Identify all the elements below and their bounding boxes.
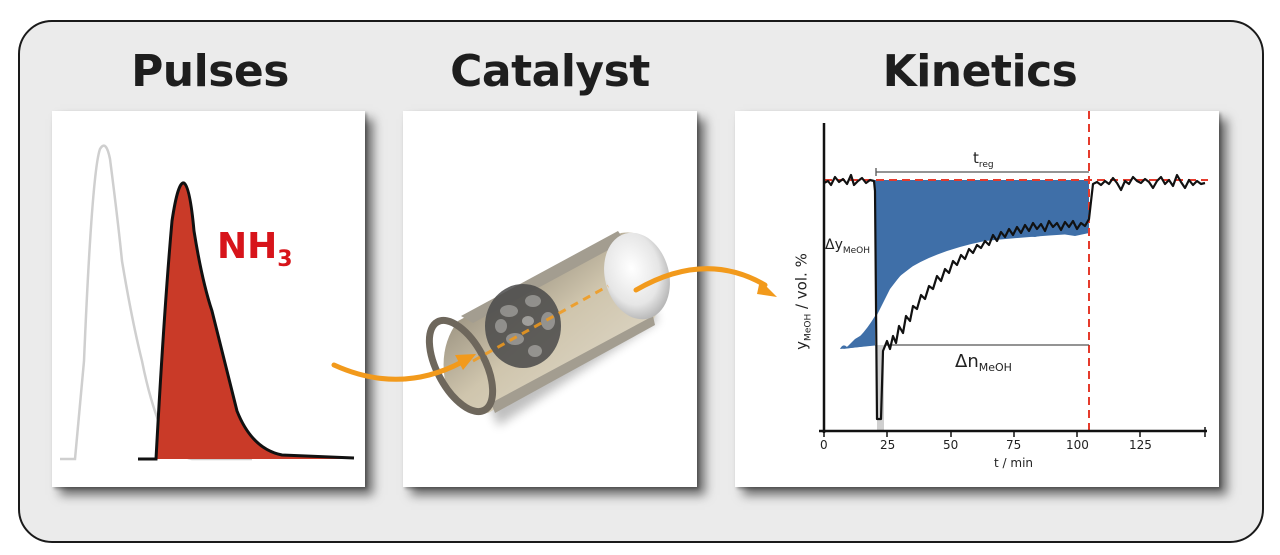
pulse-plot <box>60 144 355 461</box>
signal-curve <box>823 173 1206 421</box>
y-axis-label: yMeOH / vol. % <box>792 253 814 350</box>
x-ticks <box>823 427 1206 437</box>
x-tick-0: 0 <box>820 438 828 452</box>
nh3-pulse-area <box>156 182 352 459</box>
flow-line <box>472 284 609 363</box>
kinetics-chart <box>819 111 1208 437</box>
nh3-pulse-curve <box>138 181 355 461</box>
x-tick-125: 125 <box>1129 438 1152 452</box>
x-tick-100: 100 <box>1066 438 1089 452</box>
x-tick-75: 75 <box>1006 438 1022 452</box>
title-pulses: Pulses <box>131 46 289 97</box>
x-tick-50: 50 <box>943 438 959 452</box>
catalyst-panel <box>403 111 697 487</box>
delta-y-annotation: ΔyMeOH <box>825 237 871 256</box>
x-tick-25: 25 <box>880 438 896 452</box>
t-reg-annotation: treg <box>973 149 994 170</box>
title-catalyst: Catalyst <box>450 46 650 97</box>
title-kinetics: Kinetics <box>882 46 1078 97</box>
x-axis-label: t / min <box>994 456 1034 470</box>
delta-n-annotation: ΔnMeOH <box>955 351 1012 374</box>
reactor-illustration <box>425 231 670 426</box>
nh3-label: NH3 <box>217 226 293 272</box>
catalyst-pellets <box>485 284 561 368</box>
kinetics-panel: 0 25 50 75 100 125 t / min yMeOH / vol. … <box>735 111 1219 487</box>
pulses-panel: NH3 <box>52 111 365 487</box>
